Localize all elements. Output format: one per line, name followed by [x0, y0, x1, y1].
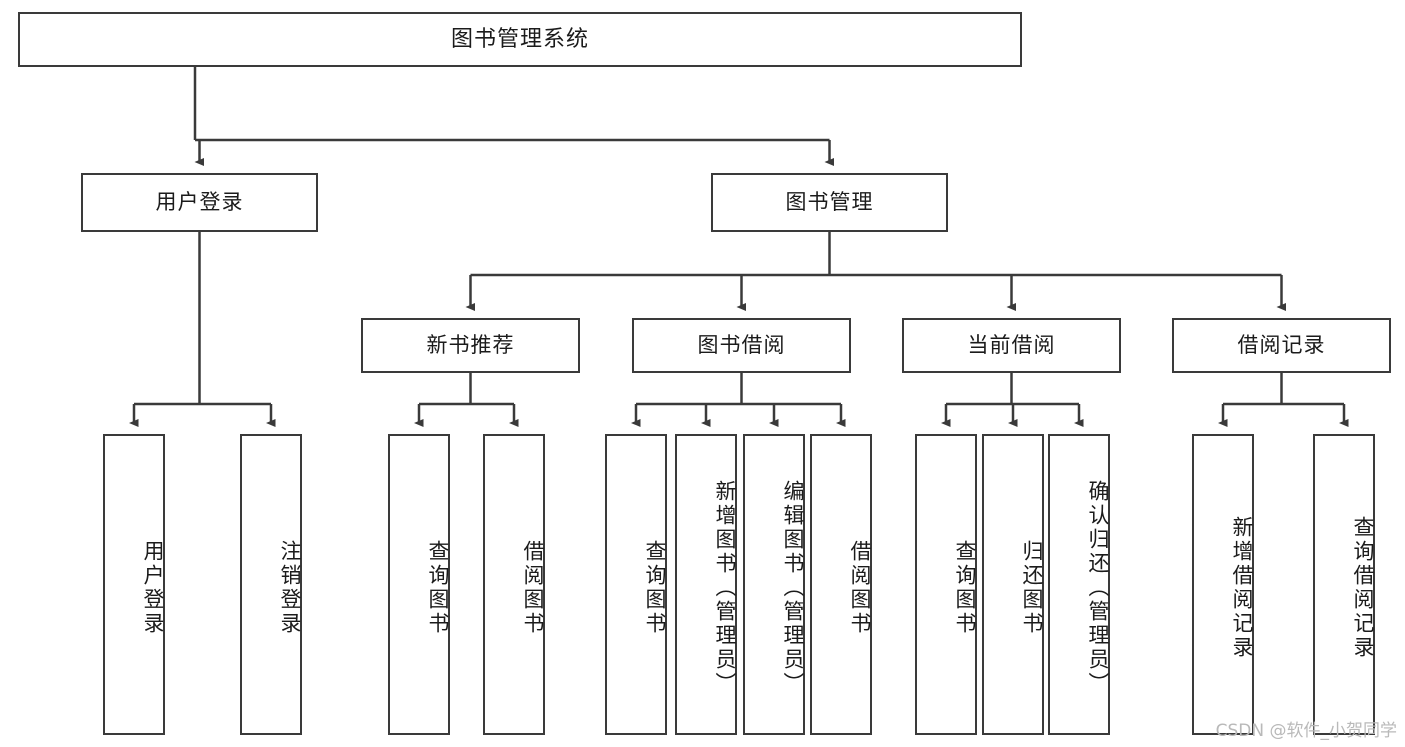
node-label: 查询图书	[643, 539, 666, 636]
node-label: 借阅记录	[1237, 333, 1326, 357]
node-leaf-编辑图书管理员[interactable]: 编辑图书（管理员）	[743, 434, 805, 735]
node-label: 注销登录	[278, 539, 301, 636]
node-leaf-查询借阅记录[interactable]: 查询借阅记录	[1313, 434, 1375, 735]
watermark-label: CSDN @软件_小贺同学	[1215, 721, 1397, 741]
node-label: 图书管理系统	[450, 26, 589, 52]
node-label: 图书借阅	[697, 333, 786, 357]
node-leaf-新增图书管理员[interactable]: 新增图书（管理员）	[675, 434, 737, 735]
node-level3-图书借阅[interactable]: 图书借阅	[632, 318, 851, 373]
node-level3-当前借阅[interactable]: 当前借阅	[902, 318, 1121, 373]
node-label: 借阅图书	[848, 539, 871, 636]
node-leaf-用户登录[interactable]: 用户登录	[103, 434, 165, 735]
node-leaf-确认归还管理员[interactable]: 确认归还（管理员）	[1048, 434, 1110, 735]
node-level3-借阅记录[interactable]: 借阅记录	[1172, 318, 1391, 373]
node-level2-图书管理[interactable]: 图书管理	[711, 173, 948, 232]
node-leaf-借阅图书[interactable]: 借阅图书	[483, 434, 545, 735]
node-leaf-归还图书[interactable]: 归还图书	[982, 434, 1044, 735]
node-label: 确认归还（管理员）	[1086, 479, 1109, 696]
node-level3-新书推荐[interactable]: 新书推荐	[361, 318, 580, 373]
node-label: 当前借阅	[967, 333, 1056, 357]
node-label: 新增借阅记录	[1230, 515, 1253, 660]
node-label: 查询图书	[426, 539, 449, 636]
node-label: 新书推荐	[426, 333, 515, 357]
node-label: 查询图书	[953, 539, 976, 636]
node-label: 图书管理	[785, 190, 874, 214]
node-label: 编辑图书（管理员）	[781, 479, 804, 696]
node-leaf-查询图书[interactable]: 查询图书	[605, 434, 667, 735]
node-label: 用户登录	[141, 539, 164, 636]
node-leaf-查询图书[interactable]: 查询图书	[388, 434, 450, 735]
node-leaf-借阅图书[interactable]: 借阅图书	[810, 434, 872, 735]
node-level2-用户登录[interactable]: 用户登录	[81, 173, 318, 232]
node-label: 用户登录	[155, 190, 244, 214]
node-label: 借阅图书	[521, 539, 544, 636]
node-leaf-注销登录[interactable]: 注销登录	[240, 434, 302, 735]
node-leaf-新增借阅记录[interactable]: 新增借阅记录	[1192, 434, 1254, 735]
node-label: 查询借阅记录	[1351, 515, 1374, 660]
node-label: 归还图书	[1020, 539, 1043, 636]
node-leaf-查询图书[interactable]: 查询图书	[915, 434, 977, 735]
node-root-图书管理系统[interactable]: 图书管理系统	[18, 12, 1022, 67]
node-label: 新增图书（管理员）	[713, 479, 736, 696]
